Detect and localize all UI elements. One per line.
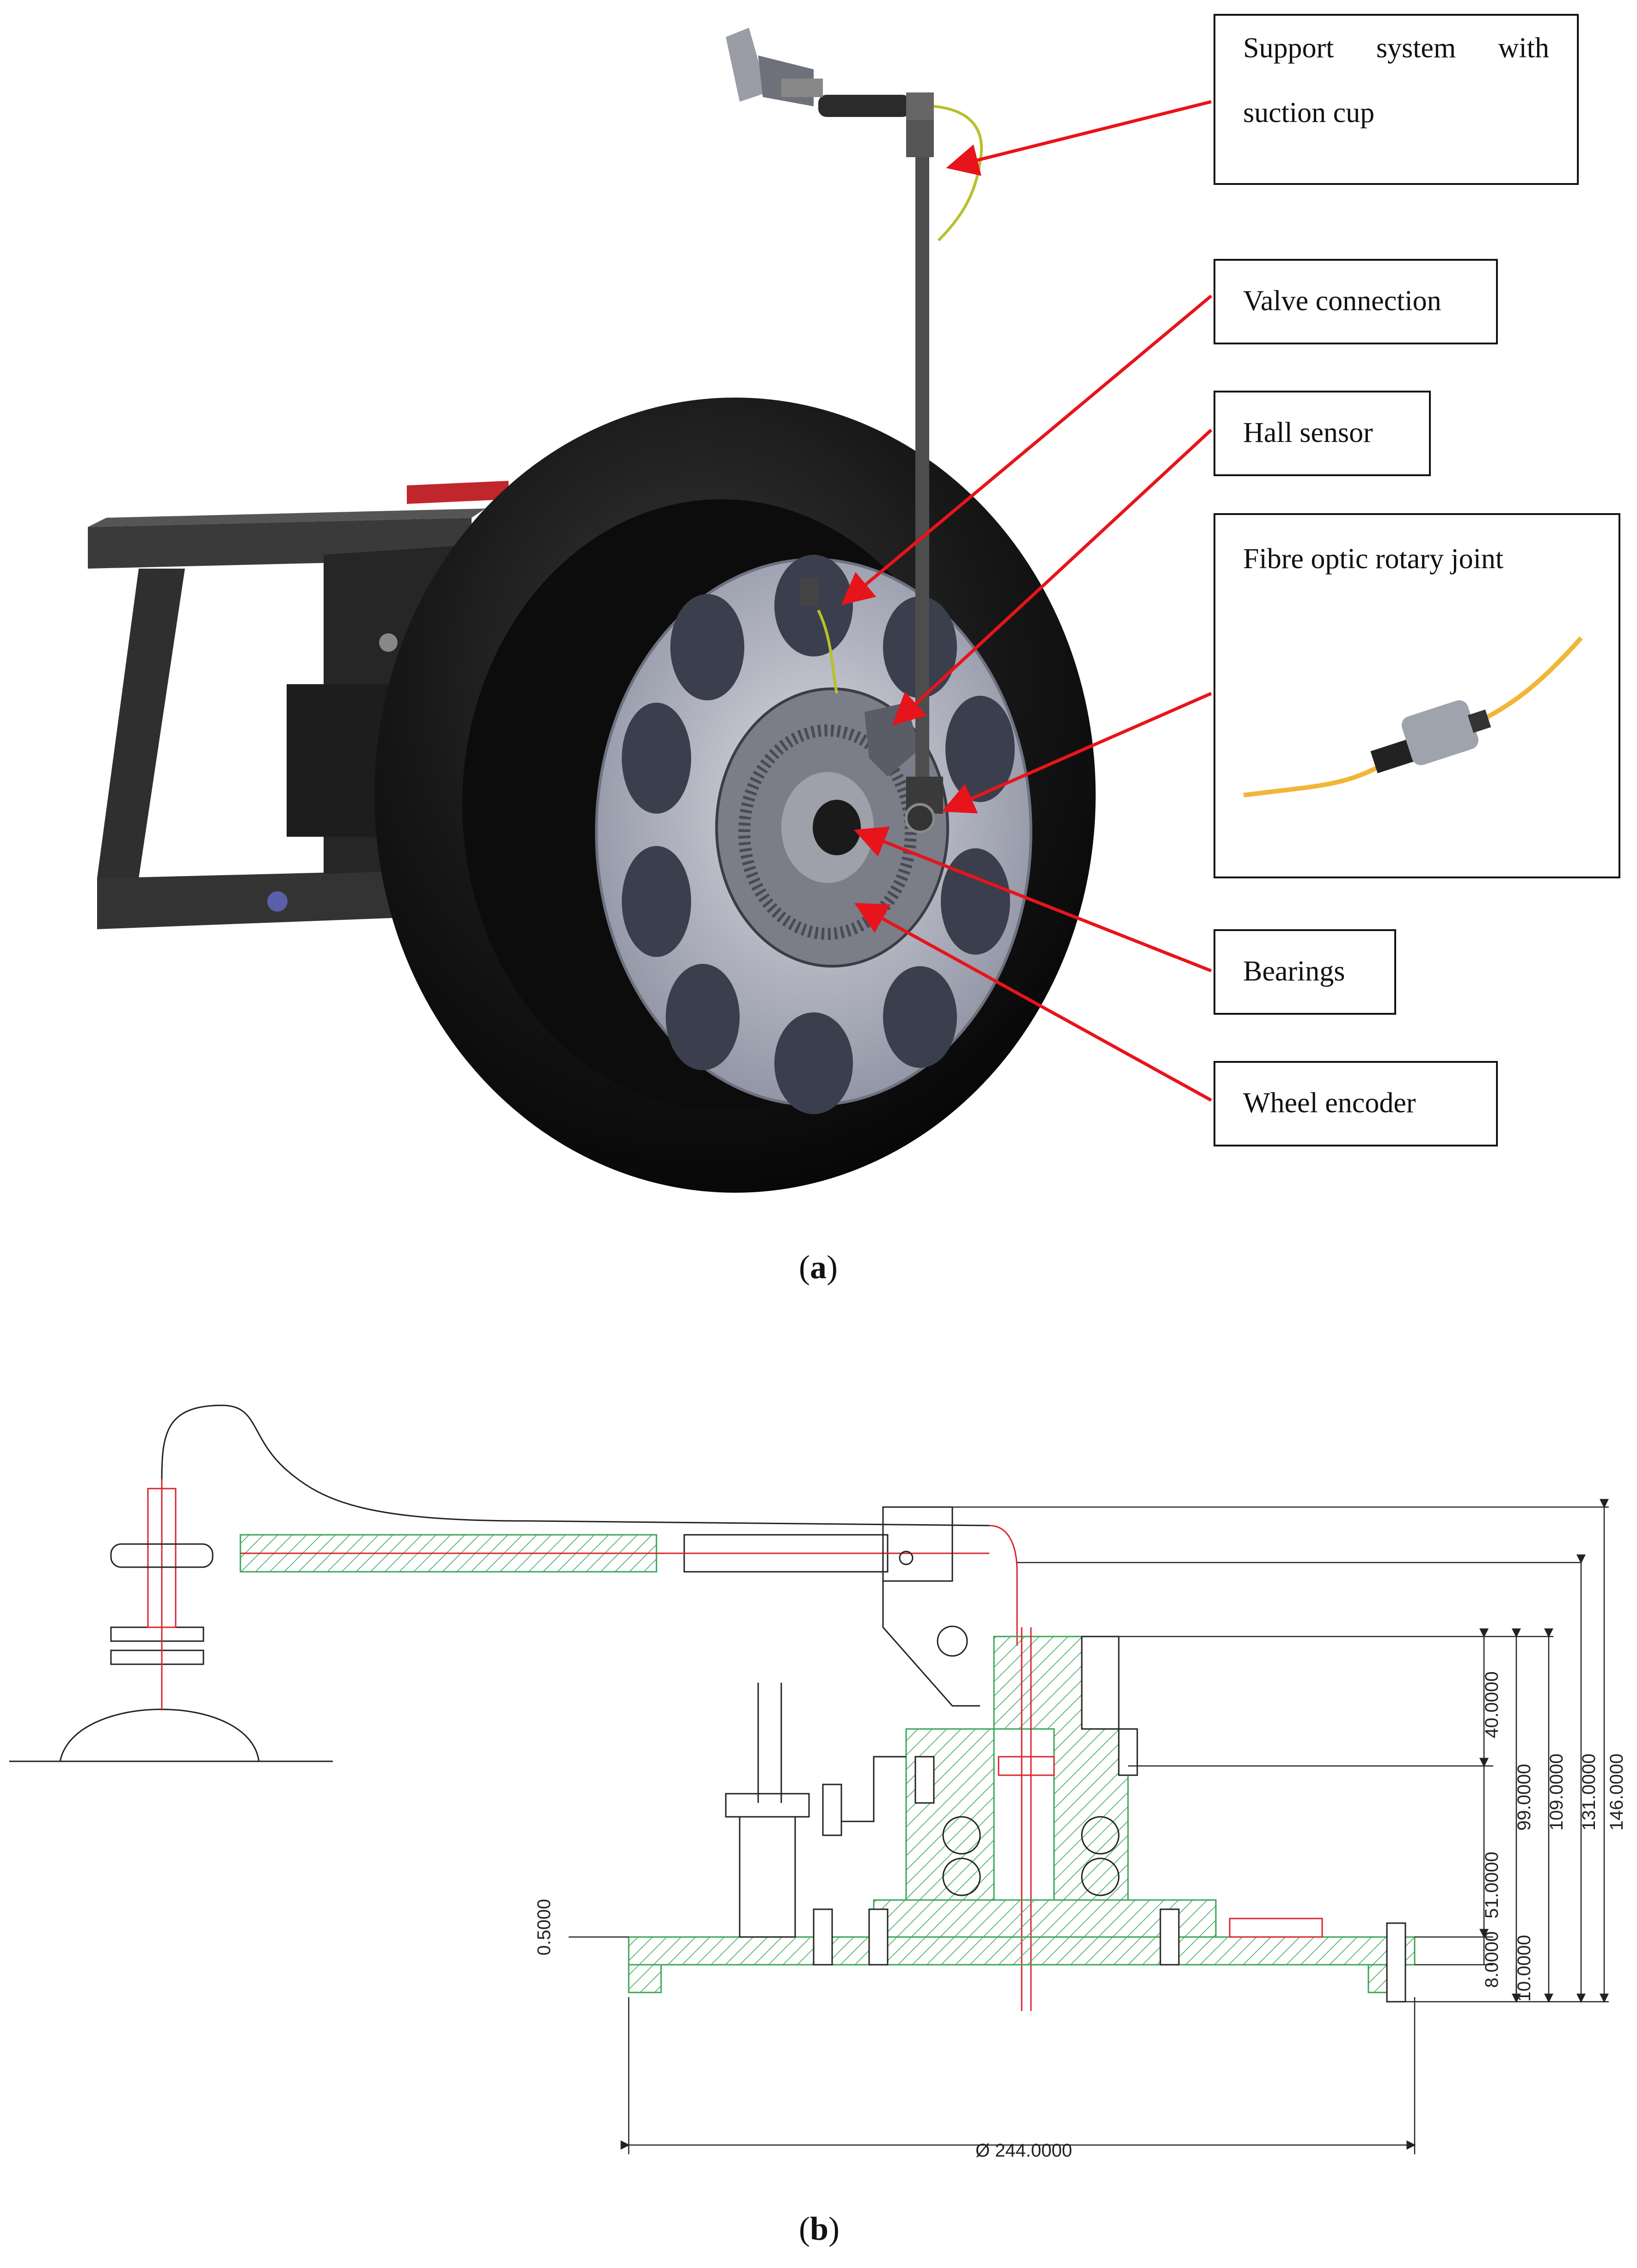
leader-fibre	[942, 692, 1212, 814]
callout-valve-connection-label: Valve connection	[1243, 285, 1441, 317]
callout-hall-sensor-label: Hall sensor	[1243, 417, 1373, 448]
technical-drawing-panel-b: 40.0000 51.0000 99.0000 109.0000 131.000…	[9, 1404, 1627, 2161]
leader-valve	[841, 294, 1213, 605]
callout-support-system: Support system with suction cup	[1214, 14, 1579, 185]
base-plate-section	[628, 1899, 1416, 2003]
callout-fibre-optic: Fibre optic rotary joint	[1214, 513, 1620, 878]
rendering-panel-a	[88, 28, 1583, 1193]
callout-leaders	[841, 100, 1213, 1102]
callout-bearings-label: Bearings	[1243, 956, 1345, 987]
dim-40: 40.0000	[1482, 1671, 1502, 1738]
valve	[800, 578, 818, 606]
dim-10: 10.0000	[1514, 1935, 1534, 2002]
mast-bracket	[882, 1506, 1018, 1707]
callout-support-system-label: Support system with suction cup	[1243, 32, 1549, 129]
hall-post-section	[725, 1683, 906, 1938]
bearing-bore	[813, 800, 861, 855]
callout-bearings: Bearings	[1214, 929, 1396, 1015]
callout-wheel-encoder: Wheel encoder	[1214, 1061, 1498, 1146]
suction-cup-section	[9, 1404, 333, 1762]
dim-109: 109.0000	[1546, 1753, 1567, 1831]
fibre-joint-illustration	[1243, 636, 1583, 797]
leader-support	[946, 100, 1212, 176]
callout-hall-sensor: Hall sensor	[1214, 391, 1431, 476]
panel-label-b: (b)	[799, 2210, 840, 2247]
callout-fibre-optic-label: Fibre optic rotary joint	[1243, 543, 1504, 575]
callout-wheel-encoder-label: Wheel encoder	[1243, 1087, 1416, 1119]
dim-131: 131.0000	[1579, 1753, 1599, 1831]
leader-hall	[892, 429, 1213, 726]
dim-diameter: Ø 244.0000	[975, 2140, 1072, 2161]
leader-encoder	[854, 903, 1212, 1102]
panel-label-a-letter: a	[809, 1249, 827, 1286]
hub-section	[905, 1627, 1138, 2011]
dimension-labels: 40.0000 51.0000 99.0000 109.0000 131.000…	[534, 1671, 1627, 2161]
wheel-encoder	[738, 724, 917, 940]
callout-valve-connection: Valve connection	[1214, 259, 1498, 344]
rim-holes	[622, 555, 1015, 1114]
panel-label-a: (a)	[799, 1249, 838, 1286]
support-arm-section	[239, 1469, 990, 1573]
leader-bearings	[853, 827, 1212, 973]
dim-146: 146.0000	[1606, 1753, 1627, 1831]
dim-0-5: 0.5000	[534, 1899, 554, 1955]
dim-51: 51.0000	[1482, 1851, 1502, 1919]
dim-99: 99.0000	[1514, 1764, 1534, 1831]
panel-label-b-letter: b	[809, 2210, 829, 2247]
dim-8: 8.0000	[1482, 1931, 1502, 1988]
dimension-lines	[569, 1499, 1609, 2154]
